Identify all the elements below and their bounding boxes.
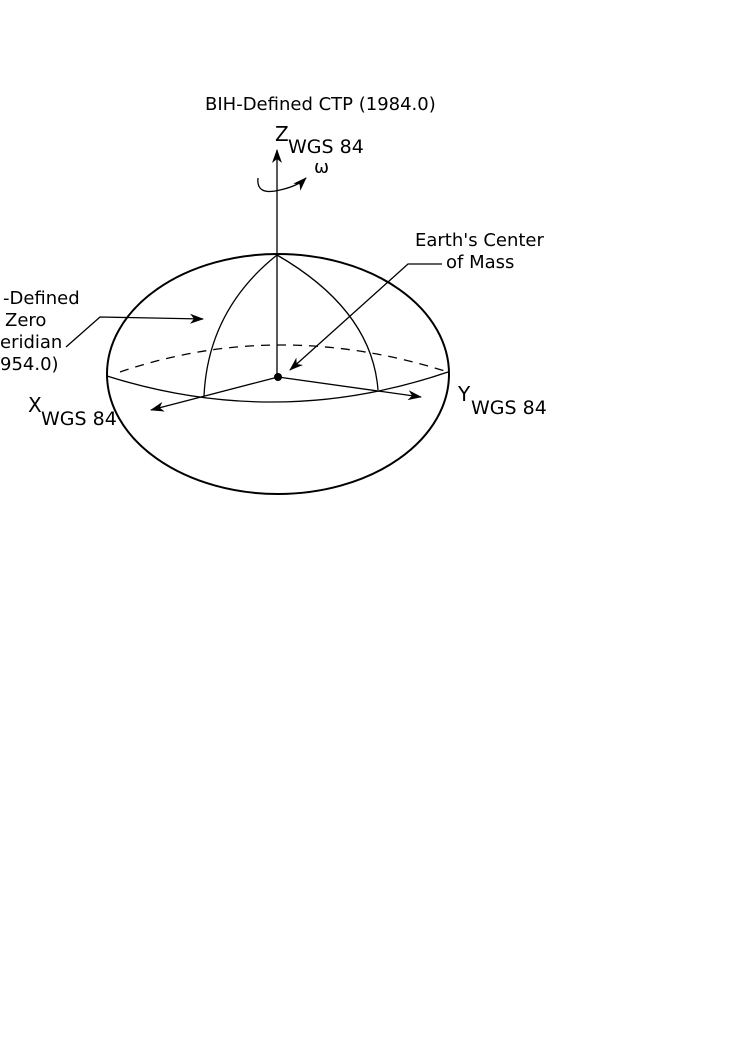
center-of-mass-dot [274,373,282,381]
y-axis-line [277,376,422,401]
center-leader-line [289,263,442,371]
y-axis-subscript: WGS 84 [471,397,547,419]
center-label-line2: of Mass [446,252,514,273]
y-axis-label: Y [457,382,471,406]
meridian-label-line1: -Defined [3,288,80,309]
equator-front [106,371,449,403]
meridian-label-line3: eridian [0,332,62,353]
meridian-label-line2: Zero [5,310,46,331]
ellipsoid-outline [106,253,450,495]
meridian-arc-y [276,254,379,391]
center-label-line1: Earth's Center [415,230,545,251]
x-axis-line [150,376,279,412]
z-axis-subscript: WGS 84 [288,136,364,158]
rotation-arrow [257,177,307,193]
x-axis-subscript: WGS 84 [41,408,117,430]
meridian-label-line4: 954.0) [0,354,59,375]
meridian-leader-line [65,313,204,348]
z-axis-label: Z [275,122,289,146]
equator-back-dashed [119,344,449,373]
zero-meridian-arc [203,254,278,397]
omega-label: ω [314,157,329,178]
ctp-label: BIH-Defined CTP (1984.0) [205,94,436,115]
x-axis-label: X [28,393,42,417]
